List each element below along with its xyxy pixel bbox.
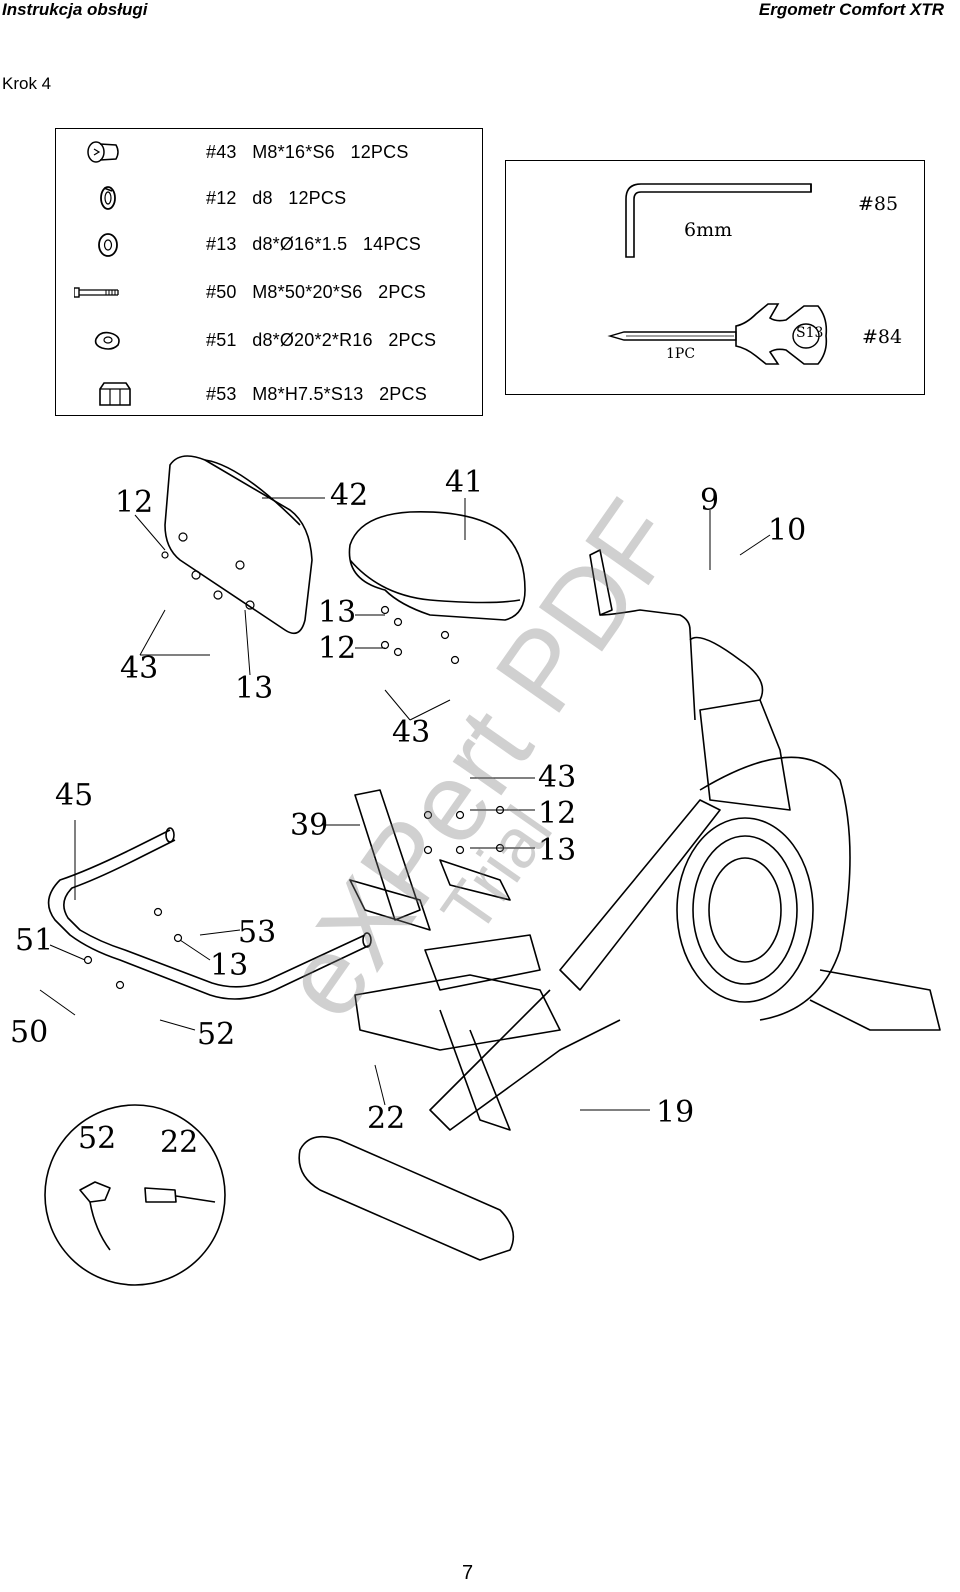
allen-key-icon — [625, 183, 812, 258]
seat-drawing — [348, 511, 526, 621]
part-row-50: #50 M8*50*20*S6 2PCS — [56, 277, 482, 307]
part-row-12: #12 d8 12PCS — [56, 183, 482, 213]
part-text-43: #43 M8*16*S6 12PCS — [206, 142, 409, 162]
callout-43-backrest: 43 — [120, 651, 158, 686]
callout-39: 39 — [290, 808, 328, 843]
callout-labels: 12 42 41 9 10 13 12 43 13 43 45 43 39 12… — [10, 465, 806, 1160]
spring-washer-icon — [100, 186, 116, 210]
callout-53: 53 — [238, 915, 276, 950]
wrench-marking: S13 — [796, 325, 824, 341]
callout-41: 41 — [445, 465, 483, 500]
handle-bar-drawing — [47, 827, 372, 1000]
backrest-drawing — [164, 455, 313, 635]
flat-washer-icon — [98, 233, 118, 257]
tools-list: 6mm #85 S13 1PC #84 — [505, 160, 925, 395]
part-text-50: #50 M8*50*20*S6 2PCS — [206, 282, 426, 302]
callout-43-post: 43 — [538, 760, 576, 795]
step-title: Krok 4 — [2, 74, 52, 93]
callout-19: 19 — [656, 1095, 694, 1130]
leader-lines — [39, 497, 771, 1111]
header-product-name: Ergometr Comfort XTR — [758, 0, 944, 19]
callout-22-detail: 22 — [160, 1125, 198, 1160]
allen-key-number: #85 — [858, 193, 899, 215]
detail-circle — [44, 1104, 226, 1286]
nut-icon — [99, 382, 131, 406]
callout-13-post: 13 — [538, 833, 576, 868]
bolt-head-icon — [87, 141, 119, 163]
assembly-diagram: 12 42 41 9 10 13 12 43 13 43 45 43 39 12… — [10, 455, 941, 1286]
hardware-markers — [83, 532, 505, 990]
part-text-13: #13 d8*Ø16*1.5 14PCS — [206, 234, 421, 254]
part-row-51: #51 d8*Ø20*2*R16 2PCS — [56, 325, 482, 355]
parts-list: #43 M8*16*S6 12PCS #12 d8 12PCS #13 d8*Ø… — [55, 128, 483, 416]
callout-43-seat: 43 — [392, 715, 430, 750]
callout-12-backrest: 12 — [115, 485, 153, 520]
callout-42: 42 — [330, 478, 368, 513]
wrench-screwdriver-icon — [607, 303, 828, 365]
callout-10: 10 — [768, 513, 806, 548]
part-row-13: #13 d8*Ø16*1.5 14PCS — [56, 229, 482, 259]
callout-12-post: 12 — [538, 796, 576, 831]
long-bolt-icon — [74, 287, 119, 298]
part-row-53: #53 M8*H7.5*S13 2PCS — [56, 379, 482, 409]
wrench-number: #84 — [862, 326, 903, 348]
callout-52: 52 — [197, 1017, 235, 1052]
callout-50: 50 — [10, 1015, 48, 1050]
callout-13-backrest: 13 — [235, 671, 273, 706]
seat-post-drawing — [349, 789, 511, 931]
callout-12-seat: 12 — [318, 631, 356, 666]
callout-22: 22 — [367, 1101, 405, 1136]
bike-frame-drawing — [298, 549, 941, 1261]
page-number: 7 — [462, 1562, 474, 1584]
callout-9: 9 — [700, 483, 719, 518]
callout-13-seat: 13 — [318, 595, 356, 630]
callout-13-handle: 13 — [210, 948, 248, 983]
part-row-43: #43 M8*16*S6 12PCS — [56, 137, 482, 167]
allen-key-size: 6mm — [684, 219, 733, 241]
callout-51: 51 — [15, 923, 53, 958]
header-manual-title: Instrukcja obsługi — [2, 0, 148, 19]
callout-52-detail: 52 — [78, 1121, 116, 1156]
part-text-51: #51 d8*Ø20*2*R16 2PCS — [206, 330, 437, 350]
part-text-12: #12 d8 12PCS — [206, 188, 347, 208]
part-text-53: #53 M8*H7.5*S13 2PCS — [206, 384, 427, 404]
curved-washer-icon — [94, 331, 120, 350]
wrench-quantity: 1PC — [666, 346, 696, 362]
callout-45: 45 — [55, 778, 93, 813]
